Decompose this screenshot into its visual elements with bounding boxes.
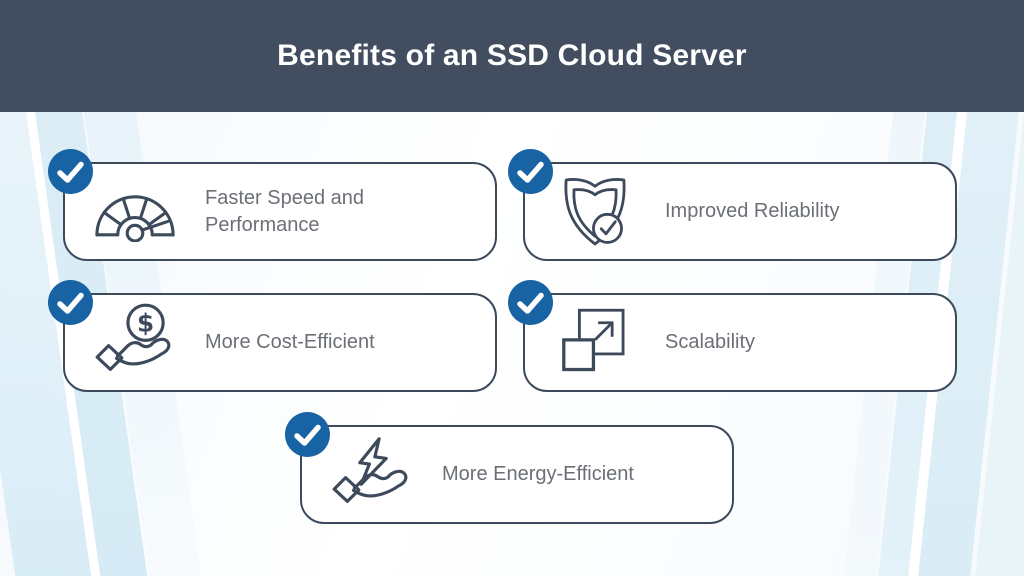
benefit-card-reliability: Improved Reliability [508,149,957,261]
checkmark-icon [57,161,84,183]
checkmark-icon [294,424,321,446]
benefit-label: Scalability [665,331,756,353]
benefit-card-energy: More Energy-Efficient [285,412,734,524]
hand-dollar-icon: $ [95,303,171,371]
benefit-label: More Energy-Efficient [442,463,634,485]
benefit-label: Improved Reliability [665,200,840,222]
dollar-sign: $ [137,308,154,337]
benefit-label: Faster Speed and Performance [205,186,364,236]
benefit-label: More Cost-Efficient [205,331,375,353]
benefit-card-scalability: Scalability [508,280,957,392]
checkmark-icon [57,292,84,314]
checkmark-icon [517,292,544,314]
shield-check-icon [564,177,626,245]
benefit-card-speed: Faster Speed and Performance [48,149,497,261]
check-badge [48,149,93,194]
speedometer-icon [95,195,175,242]
header-bar: Benefits of an SSD Cloud Server [0,0,1024,112]
checkmark-icon [517,161,544,183]
benefit-card-cost: $ More Cost-Efficient [48,280,497,392]
page-title: Benefits of an SSD Cloud Server [277,39,747,72]
check-badge [48,280,93,325]
check-badge [285,412,330,457]
check-badge [508,280,553,325]
check-badge [508,149,553,194]
hand-bolt-icon [332,436,408,503]
expand-squares-icon [562,308,625,371]
